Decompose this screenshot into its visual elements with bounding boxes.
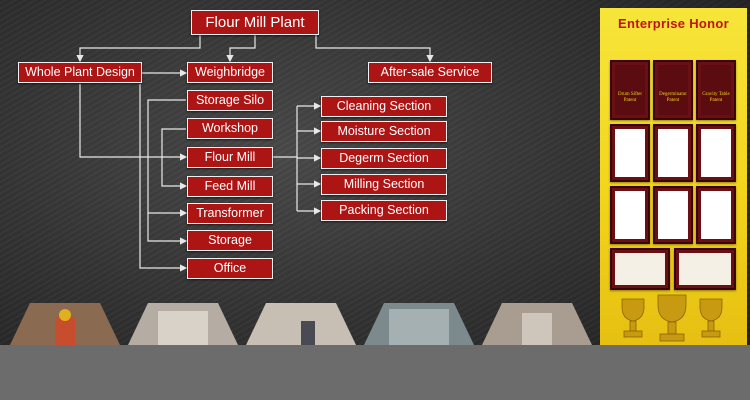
photo-hexagon-2 (128, 303, 238, 345)
box-transformer: Transformer (187, 203, 273, 224)
box-moisture-section: Moisture Section (321, 121, 447, 142)
box-degerm-section: Degerm Section (321, 148, 447, 169)
box-feed-mill: Feed Mill (187, 176, 273, 197)
box-storage-silo: Storage Silo (187, 90, 273, 111)
bottom-band (0, 345, 750, 400)
enterprise-honor-panel: Enterprise Honor Drum Sifter Patent Dege… (600, 8, 747, 345)
patent-certificate-1: Drum Sifter Patent (610, 60, 650, 120)
box-packing-section: Packing Section (321, 200, 447, 221)
award-certificate-2 (674, 248, 736, 290)
photo-hexagon-4 (364, 303, 474, 345)
box-weighbridge: Weighbridge (187, 62, 273, 83)
box-cleaning-section: Cleaning Section (321, 96, 447, 117)
award-certificate-1 (610, 248, 670, 290)
honor-title: Enterprise Honor (600, 16, 747, 31)
box-milling-section: Milling Section (321, 174, 447, 195)
connector-lines (0, 0, 600, 300)
certificate-2-1 (610, 124, 650, 182)
certificate-2-3 (696, 124, 736, 182)
box-whole-plant-design: Whole Plant Design (18, 62, 142, 83)
photo-hexagon-1 (10, 303, 120, 345)
certificate-3-2 (653, 186, 693, 244)
photo-hexagon-5 (482, 303, 592, 345)
box-flour-mill: Flour Mill (187, 147, 273, 168)
certificate-2-2 (653, 124, 693, 182)
certificate-3-1 (610, 186, 650, 244)
photo-hexagon-3 (246, 303, 356, 345)
box-workshop: Workshop (187, 118, 273, 139)
box-after-sale-service: After-sale Service (368, 62, 492, 83)
title-box-flour-mill-plant: Flour Mill Plant (191, 10, 319, 35)
patent-certificate-3: Gravity Table Patent (696, 60, 736, 120)
trophy-icon (600, 293, 747, 345)
patent-certificate-2: Degerminator Patent (653, 60, 693, 120)
box-storage: Storage (187, 230, 273, 251)
certificate-3-3 (696, 186, 736, 244)
box-office: Office (187, 258, 273, 279)
